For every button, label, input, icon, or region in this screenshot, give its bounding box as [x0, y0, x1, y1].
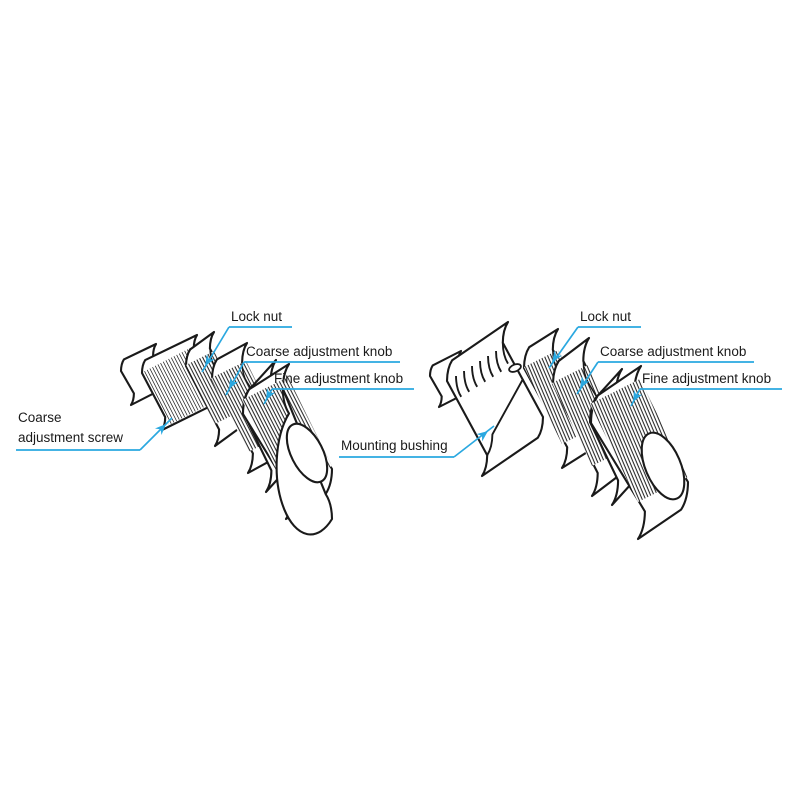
callout-label-fine-adjustment-knob: Fine adjustment knob: [642, 371, 771, 386]
callout-arrow-coarse-adjustment-screw: [154, 424, 166, 436]
left-sensor-illustration: [119, 330, 334, 536]
callout-left-coarse-adjustment-knob[interactable]: Coarse adjustment knob: [225, 344, 400, 396]
callout-leader-coarse-adjustment-screw: [139, 417, 173, 451]
callout-arrow-coarse-adjustment-knob: [229, 377, 239, 389]
callout-arrow-lock-nut: [205, 354, 215, 366]
callout-label-coarse-adjustment-screw: Coarse: [18, 410, 62, 425]
callout-right-lock-nut[interactable]: Lock nut: [548, 309, 641, 369]
callout-arrow-fine-adjustment-knob: [266, 388, 276, 400]
callout-leader-lock-nut: [548, 326, 579, 369]
callout-label-coarse-adjustment-knob: Coarse adjustment knob: [246, 344, 392, 359]
callout-leader-coarse-adjustment-knob: [225, 361, 245, 396]
callout-label-coarse-adjustment-knob: Coarse adjustment knob: [600, 344, 746, 359]
callout-left-lock-nut[interactable]: Lock nut: [201, 309, 292, 373]
callout-label-coarse-adjustment-screw-line2: adjustment screw: [18, 430, 123, 445]
right-fine-knob-knurl: [590, 379, 688, 502]
callout-right-mounting-bushing[interactable]: Mounting bushing: [339, 425, 495, 458]
right-bushing-thread-rings: [455, 342, 509, 398]
callout-arrow-coarse-adjustment-knob: [580, 376, 590, 388]
callout-leader-mounting-bushing: [453, 425, 495, 458]
callout-label-lock-nut: Lock nut: [580, 309, 631, 324]
callout-left-fine-adjustment-knob[interactable]: Fine adjustment knob: [262, 371, 414, 405]
callout-label-mounting-bushing: Mounting bushing: [341, 438, 448, 453]
right-mounting-bushing: [445, 320, 545, 478]
bushing-hole: [508, 363, 522, 373]
callout-label-lock-nut: Lock nut: [231, 309, 282, 324]
right-sensor-illustration: [428, 320, 690, 541]
callout-left-coarse-adjustment-screw[interactable]: Coarse adjustment screw: [16, 410, 173, 451]
callout-arrow-mounting-bushing: [476, 431, 488, 442]
callout-leader-coarse-adjustment-knob: [576, 361, 599, 395]
callout-right-coarse-adjustment-knob[interactable]: Coarse adjustment knob: [576, 344, 754, 395]
right-fine-knob-face: [640, 431, 686, 501]
right-fine-adjustment-knob: [589, 364, 690, 541]
callout-label-fine-adjustment-knob: Fine adjustment knob: [274, 371, 403, 386]
callout-right-fine-adjustment-knob[interactable]: Fine adjustment knob: [629, 371, 782, 407]
callout-arrow-lock-nut: [552, 350, 563, 362]
callout-arrow-fine-adjustment-knob: [633, 390, 643, 402]
